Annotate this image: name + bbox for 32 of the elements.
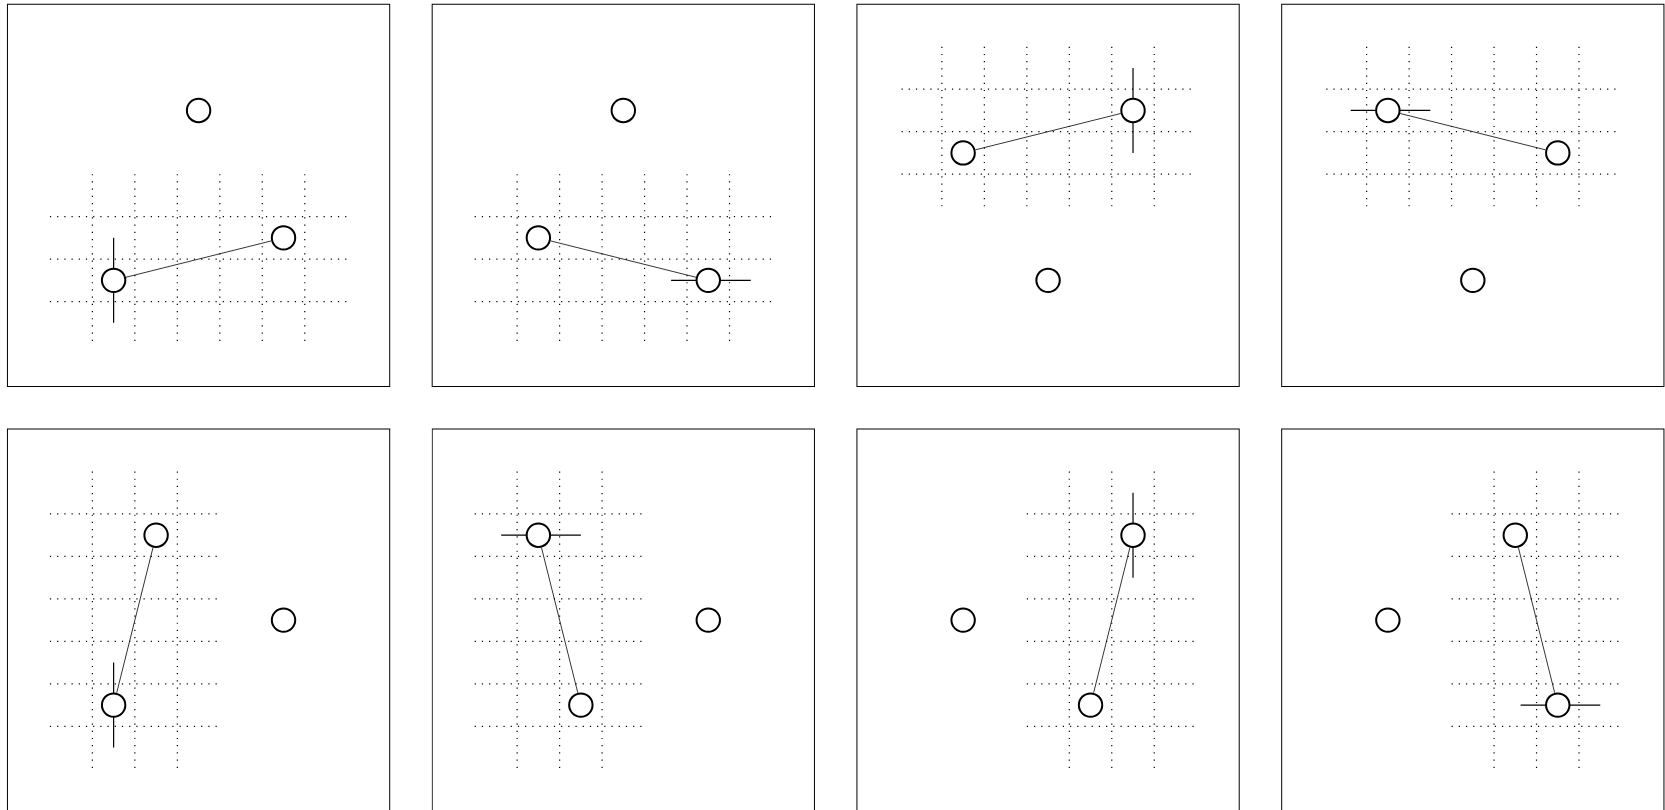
circle (695, 267, 721, 293)
circle (568, 692, 594, 718)
circle (610, 97, 636, 124)
circle (1120, 522, 1146, 548)
circle (100, 267, 127, 293)
circle (270, 225, 297, 251)
connector-line (1093, 547, 1131, 694)
circle (1035, 267, 1061, 293)
circle (1502, 522, 1528, 548)
circle (950, 607, 976, 633)
circle (695, 607, 721, 633)
connector-line (1517, 547, 1556, 694)
connector-line (550, 240, 697, 278)
connector-line (1399, 113, 1546, 151)
circle (950, 140, 976, 166)
connector-line (116, 547, 154, 694)
circle (1077, 692, 1104, 718)
circle (525, 522, 552, 548)
circle (100, 692, 127, 718)
circle (1375, 97, 1401, 124)
circle (1545, 692, 1571, 718)
circle (1375, 607, 1401, 633)
connector-line (125, 240, 272, 278)
connector-line (975, 113, 1122, 151)
circle (185, 97, 212, 124)
circle (1460, 267, 1486, 293)
circle (1120, 97, 1146, 124)
connector-line (541, 547, 579, 694)
circle (525, 225, 552, 251)
circle (270, 607, 297, 633)
circle (143, 522, 169, 548)
circle (1545, 140, 1571, 166)
